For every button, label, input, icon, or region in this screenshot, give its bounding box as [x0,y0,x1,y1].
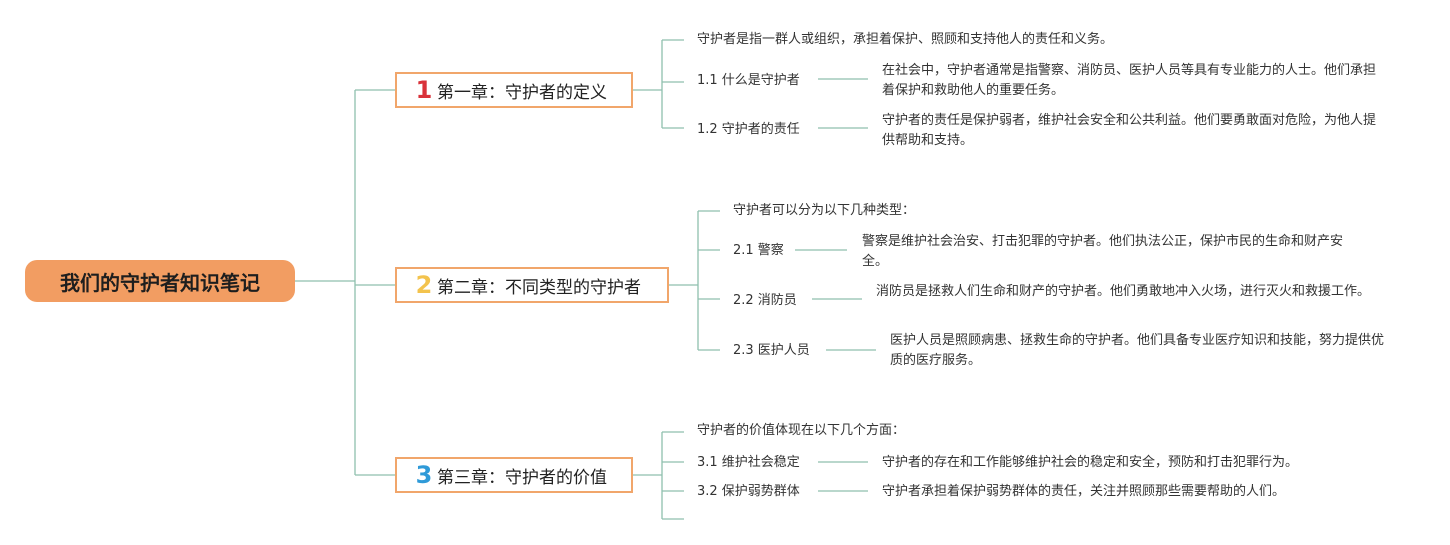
number-2-icon: 2 [415,271,433,299]
chapter-1-title: 第一章：守护者的定义 [437,82,607,103]
topic-3-2-label[interactable]: 3.2 保护弱势群体 [697,484,800,499]
topic-2-2-detail: 消防员是拯救人们生命和财产的守护者。他们勇敢地冲入火场，进行灭火和救援工作。 [876,284,1371,299]
topic-2-3-label[interactable]: 2.3 医护人员 [733,343,810,358]
topic-3-1-detail: 守护者的存在和工作能够维护社会的稳定和安全，预防和打击犯罪行为。 [882,455,1299,470]
chapter-1-intro: 守护者是指一群人或组织，承担着保护、照顾和支持他人的责任和义务。 [697,32,1114,47]
topic-3-1-label[interactable]: 3.1 维护社会稳定 [697,455,800,470]
topic-1-1-label[interactable]: 1.1 什么是守护者 [697,73,800,88]
topic-2-2-label[interactable]: 2.2 消防员 [733,293,797,308]
topic-2-3-detail: 医护人员是照顾病患、拯救生命的守护者。他们具备专业医疗知识和技能，努力提供优质的… [890,333,1385,368]
chapter-3-node[interactable]: 3 第三章：守护者的价值 [395,457,633,493]
chapter-1-node[interactable]: 1 第一章：守护者的定义 [395,72,633,108]
topic-1-1-detail: 在社会中，守护者通常是指警察、消防员、医护人员等具有专业能力的人士。他们承担着保… [882,63,1377,98]
chapter-2-title: 第二章：不同类型的守护者 [437,277,641,298]
chapter-2-node[interactable]: 2 第二章：不同类型的守护者 [395,267,669,303]
number-3-icon: 3 [415,461,433,489]
chapter-3-intro: 守护者的价值体现在以下几个方面： [697,423,906,438]
topic-1-2-label[interactable]: 1.2 守护者的责任 [697,122,800,137]
topic-1-2-detail: 守护者的责任是保护弱者，维护社会安全和公共利益。他们要勇敢面对危险，为他人提供帮… [882,113,1377,148]
topic-3-2-detail: 守护者承担着保护弱势群体的责任，关注并照顾那些需要帮助的人们。 [882,484,1286,499]
root-title: 我们的守护者知识笔记 [60,270,260,295]
chapter-3-title: 第三章：守护者的价值 [437,467,607,488]
topic-2-1-label[interactable]: 2.1 警察 [733,243,784,258]
topic-2-1-detail: 警察是维护社会治安、打击犯罪的守护者。他们执法公正，保护市民的生命和财产安全。 [862,234,1344,269]
chapter-2-intro: 守护者可以分为以下几种类型： [733,203,916,218]
number-1-icon: 1 [415,76,433,104]
root-node[interactable]: 我们的守护者知识笔记 [25,260,295,302]
